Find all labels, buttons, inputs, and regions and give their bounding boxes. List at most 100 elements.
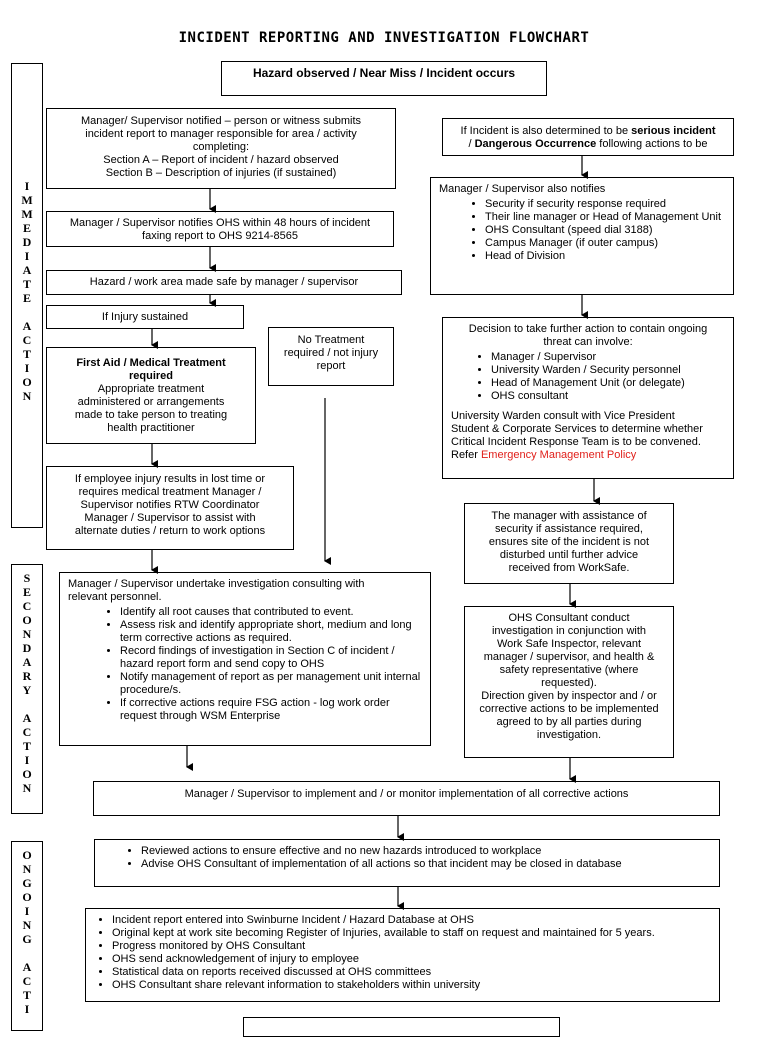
investigation-item: Record findings of investigation in Sect… bbox=[120, 645, 422, 671]
decision-paragraph-line: Critical Incident Response Team is to be… bbox=[451, 436, 701, 448]
manager-assist-box: The manager with assistance of security … bbox=[464, 503, 674, 584]
side-label-letter: C bbox=[22, 333, 32, 347]
serious-text: following actions to be bbox=[596, 138, 708, 150]
ohs-consultant-line: Direction given by inspector and / or bbox=[481, 690, 657, 702]
side-label-letter: M bbox=[21, 193, 33, 207]
manager-assist-line: The manager with assistance of bbox=[491, 510, 647, 522]
area-safe-box: Hazard / work area made safe by manager … bbox=[46, 270, 402, 295]
side-label-letter: A bbox=[22, 655, 32, 669]
side-label-letter: O bbox=[22, 890, 32, 904]
side-label-letter: G bbox=[22, 876, 32, 890]
no-treatment-line: required / not injury bbox=[283, 347, 379, 359]
first-aid-heading: required bbox=[128, 370, 173, 382]
side-label-letter: T bbox=[22, 739, 31, 753]
side-label-letter: I bbox=[24, 1002, 30, 1016]
reviewed-box: Reviewed actions to ensure effective and… bbox=[94, 839, 720, 887]
lost-time-line: Manager / Supervisor to assist with bbox=[84, 512, 256, 524]
side-label-letter: I bbox=[24, 249, 30, 263]
decision-paragraph-line: University Warden consult with Vice Pres… bbox=[451, 410, 675, 422]
side-label-letter: O bbox=[22, 767, 32, 781]
also-notifies-list: Security if security response requiredTh… bbox=[439, 198, 727, 263]
side-label-letter: A bbox=[22, 711, 32, 725]
investigation-item: Assess risk and identify appropriate sho… bbox=[120, 619, 422, 645]
notified-line: Manager/ Supervisor notified – person or… bbox=[80, 115, 362, 127]
side-label-letter: T bbox=[22, 347, 31, 361]
decision-paragraph-line: Student & Corporate Services to determin… bbox=[451, 423, 703, 435]
side-label-letter: C bbox=[22, 599, 32, 613]
ohs-consultant-box: OHS Consultant conduct investigation in … bbox=[464, 606, 674, 758]
also-notifies-item: Head of Division bbox=[485, 250, 727, 263]
also-notifies-box: Manager / Supervisor also notifies Secur… bbox=[430, 177, 734, 295]
database-item: Progress monitored by OHS Consultant bbox=[112, 940, 713, 953]
decision-line: Decision to take further action to conta… bbox=[468, 323, 708, 335]
ohs-consultant-line: investigation. bbox=[536, 729, 602, 741]
side-label-letter: E bbox=[22, 291, 31, 305]
side-label-letter: C bbox=[22, 725, 32, 739]
serious-incident-box: If Incident is also determined to be ser… bbox=[442, 118, 734, 156]
first-aid-line: health practitioner bbox=[107, 422, 195, 434]
side-label-letter: D bbox=[22, 641, 32, 655]
first-aid-line: made to take person to treating bbox=[74, 409, 228, 421]
side-label-letter: I bbox=[24, 904, 30, 918]
reviewed-item: Advise OHS Consultant of implementation … bbox=[141, 858, 713, 871]
lost-time-line: Supervisor notifies RTW Coordinator bbox=[80, 499, 260, 511]
notify-ohs-line: Manager / Supervisor notifies OHS within… bbox=[69, 217, 371, 229]
investigation-item: If corrective actions require FSG action… bbox=[120, 697, 422, 723]
ohs-consultant-line: OHS Consultant conduct bbox=[508, 612, 630, 624]
serious-text: If Incident is also determined to be bbox=[460, 125, 632, 137]
decision-item: University Warden / Security personnel bbox=[491, 364, 725, 377]
page-title: INCIDENT REPORTING AND INVESTIGATION FLO… bbox=[178, 30, 590, 46]
first-aid-line: Appropriate treatment bbox=[97, 383, 205, 395]
database-list: Incident report entered into Swinburne I… bbox=[92, 914, 713, 992]
side-label-letter: N bbox=[22, 918, 32, 932]
notified-line: completing: bbox=[192, 141, 250, 153]
first-aid-heading: First Aid / Medical Treatment bbox=[76, 357, 226, 369]
no-treatment-line: No Treatment bbox=[297, 334, 365, 346]
notify-ohs-box: Manager / Supervisor notifies OHS within… bbox=[46, 211, 394, 247]
lost-time-box: If employee injury results in lost time … bbox=[46, 466, 294, 550]
side-label-letter: M bbox=[21, 207, 33, 221]
side-label-letter: C bbox=[22, 974, 32, 988]
lost-time-line: alternate duties / return to work option… bbox=[74, 525, 266, 537]
ohs-consultant-line: corrective actions to be implemented bbox=[479, 703, 659, 715]
side-label-letter: I bbox=[24, 179, 30, 193]
emergency-policy-link[interactable]: Emergency Management Policy bbox=[480, 449, 637, 461]
side-label-letter: T bbox=[22, 988, 31, 1002]
reviewed-item: Reviewed actions to ensure effective and… bbox=[141, 845, 713, 858]
database-item: Original kept at work site becoming Regi… bbox=[112, 927, 713, 940]
side-label-letter: S bbox=[23, 571, 31, 585]
notified-box: Manager/ Supervisor notified – person or… bbox=[46, 108, 396, 189]
notified-line: incident report to manager responsible f… bbox=[85, 128, 357, 140]
side-label-letter: D bbox=[22, 235, 32, 249]
lost-time-line: If employee injury results in lost time … bbox=[74, 473, 266, 485]
dangerous-occurrence-bold: Dangerous Occurrence bbox=[474, 138, 597, 150]
decision-refer-text: Refer bbox=[451, 449, 481, 461]
side-label-letter: A bbox=[22, 263, 32, 277]
ohs-consultant-line: Work Safe Inspector, relevant bbox=[496, 638, 642, 650]
also-notifies-item: OHS Consultant (speed dial 3188) bbox=[485, 224, 727, 237]
database-item: OHS Consultant share relevant informatio… bbox=[112, 979, 713, 992]
start-box: Hazard observed / Near Miss / Incident o… bbox=[221, 61, 547, 96]
notified-line: Section A – Report of incident / hazard … bbox=[103, 154, 339, 166]
manager-assist-line: security if assistance required, bbox=[495, 523, 643, 535]
serious-incident-bold: serious incident bbox=[631, 125, 716, 137]
decision-box: Decision to take further action to conta… bbox=[442, 317, 734, 479]
investigation-line: relevant personnel. bbox=[68, 591, 162, 603]
no-treatment-line: report bbox=[316, 360, 346, 372]
side-label-letter: T bbox=[22, 277, 31, 291]
side-label-letter: N bbox=[22, 389, 32, 403]
manager-assist-line: received from WorkSafe. bbox=[508, 562, 630, 574]
ohs-consultant-line: manager / supervisor, and health & bbox=[483, 651, 655, 663]
investigation-list: Identify all root causes that contribute… bbox=[68, 606, 422, 723]
decision-item: Head of Management Unit (or delegate) bbox=[491, 377, 725, 390]
implement-box: Manager / Supervisor to implement and / … bbox=[93, 781, 720, 816]
database-item: OHS send acknowledgement of injury to em… bbox=[112, 953, 713, 966]
side-label-letter: O bbox=[22, 848, 32, 862]
investigation-box: Manager / Supervisor undertake investiga… bbox=[59, 572, 431, 746]
decision-list: Manager / SupervisorUniversity Warden / … bbox=[451, 351, 725, 403]
notified-line: Section B – Description of injuries (if … bbox=[105, 167, 337, 179]
investigation-item: Identify all root causes that contribute… bbox=[120, 606, 422, 619]
side-label-letter: N bbox=[22, 862, 32, 876]
